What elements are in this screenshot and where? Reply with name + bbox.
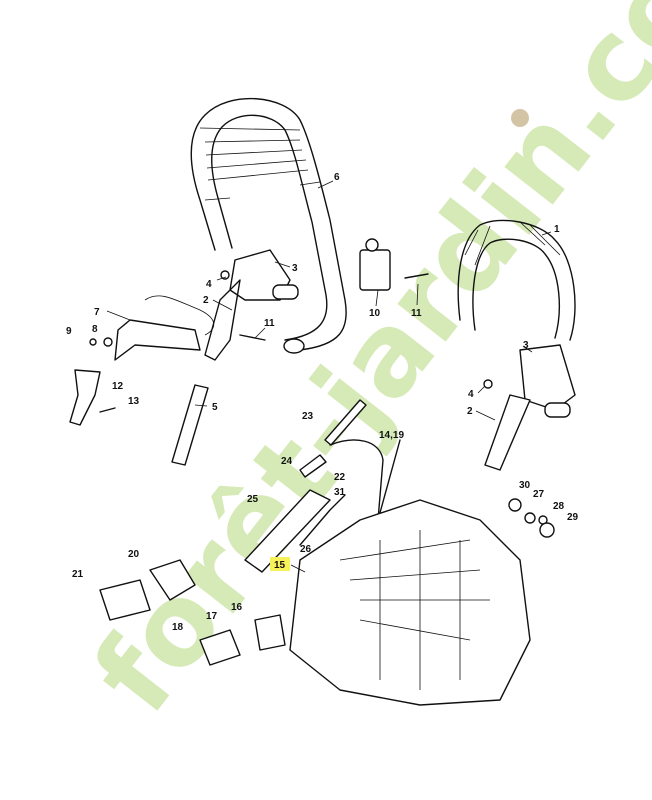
callout-11-right: 11 bbox=[411, 308, 422, 319]
callout-3-left: 3 bbox=[292, 263, 298, 274]
callout-7: 7 bbox=[94, 307, 100, 318]
callout-12: 12 bbox=[112, 381, 124, 392]
rod-part-23 bbox=[324, 399, 367, 446]
callout-29: 29 bbox=[567, 512, 579, 523]
part-27 bbox=[524, 512, 536, 524]
callout-25: 25 bbox=[247, 494, 259, 505]
washer-part-8 bbox=[103, 337, 113, 347]
bracket-part-7 bbox=[114, 295, 215, 361]
part-16 bbox=[254, 614, 286, 651]
callout-9: 9 bbox=[66, 326, 72, 337]
part-30 bbox=[508, 498, 522, 512]
part-18 bbox=[199, 629, 241, 666]
leader-lines bbox=[106, 180, 552, 573]
callout-22: 22 bbox=[334, 472, 346, 483]
callout-23: 23 bbox=[302, 411, 314, 422]
callout-8: 8 bbox=[92, 324, 98, 335]
right-small-parts bbox=[508, 498, 555, 538]
callout-24: 24 bbox=[281, 456, 293, 467]
screw-part-13 bbox=[99, 407, 116, 413]
piece-part-25 bbox=[244, 489, 331, 573]
bracket-right bbox=[484, 344, 576, 471]
throttle-rods bbox=[244, 399, 401, 573]
callout-31: 31 bbox=[334, 487, 346, 498]
callout-27: 27 bbox=[533, 489, 545, 500]
part-20 bbox=[149, 559, 196, 601]
callout-5: 5 bbox=[212, 402, 218, 413]
callout-15-highlight bbox=[270, 557, 290, 571]
small-parts bbox=[99, 559, 286, 666]
screw-part-9 bbox=[89, 338, 97, 346]
callout-4-right: 4 bbox=[468, 389, 474, 400]
part-21 bbox=[99, 579, 151, 621]
callout-28: 28 bbox=[553, 501, 565, 512]
callout-15: 15 bbox=[274, 560, 286, 571]
callout-18: 18 bbox=[172, 622, 184, 633]
callout-14-19: 14,19 bbox=[379, 430, 404, 441]
callout-26: 26 bbox=[300, 544, 312, 555]
callout-11-left: 11 bbox=[264, 318, 275, 329]
engine-block bbox=[289, 499, 531, 706]
callout-10: 10 bbox=[369, 308, 381, 319]
washer-part-4-right bbox=[483, 379, 493, 389]
spring-part-26-31 bbox=[299, 494, 346, 546]
callout-16: 16 bbox=[231, 602, 243, 613]
callout-1: 1 bbox=[554, 224, 560, 235]
callout-21: 21 bbox=[72, 569, 84, 580]
cable-part-22 bbox=[329, 439, 384, 521]
callout-13: 13 bbox=[128, 396, 140, 407]
callout-6: 6 bbox=[334, 172, 340, 183]
part-29 bbox=[539, 522, 555, 538]
bracket-left bbox=[204, 249, 299, 361]
handle-part-6 bbox=[190, 97, 347, 354]
screw-part-11 bbox=[404, 273, 429, 279]
washer-part-4 bbox=[220, 270, 230, 280]
lever-part-12 bbox=[69, 369, 101, 426]
part-10 bbox=[359, 238, 391, 291]
callout-30: 30 bbox=[519, 480, 531, 491]
screws bbox=[89, 270, 493, 413]
callout-3-right: 3 bbox=[523, 340, 529, 351]
callout-2-right: 2 bbox=[467, 406, 473, 417]
callout-2-left: 2 bbox=[203, 295, 209, 306]
strip-part-5 bbox=[171, 384, 209, 466]
callout-4-left: 4 bbox=[206, 279, 212, 290]
callout-labels: 1 2 2 3 3 4 4 5 6 7 8 9 10 11 11 12 13 1… bbox=[66, 172, 579, 633]
callout-20: 20 bbox=[128, 549, 140, 560]
watermark-dot bbox=[511, 109, 529, 127]
piece-part-24 bbox=[299, 454, 327, 478]
screw-part-11-left bbox=[239, 334, 266, 341]
rod-part-14-19 bbox=[377, 439, 401, 521]
handle-part-1 bbox=[457, 219, 576, 341]
callout-17: 17 bbox=[206, 611, 218, 622]
